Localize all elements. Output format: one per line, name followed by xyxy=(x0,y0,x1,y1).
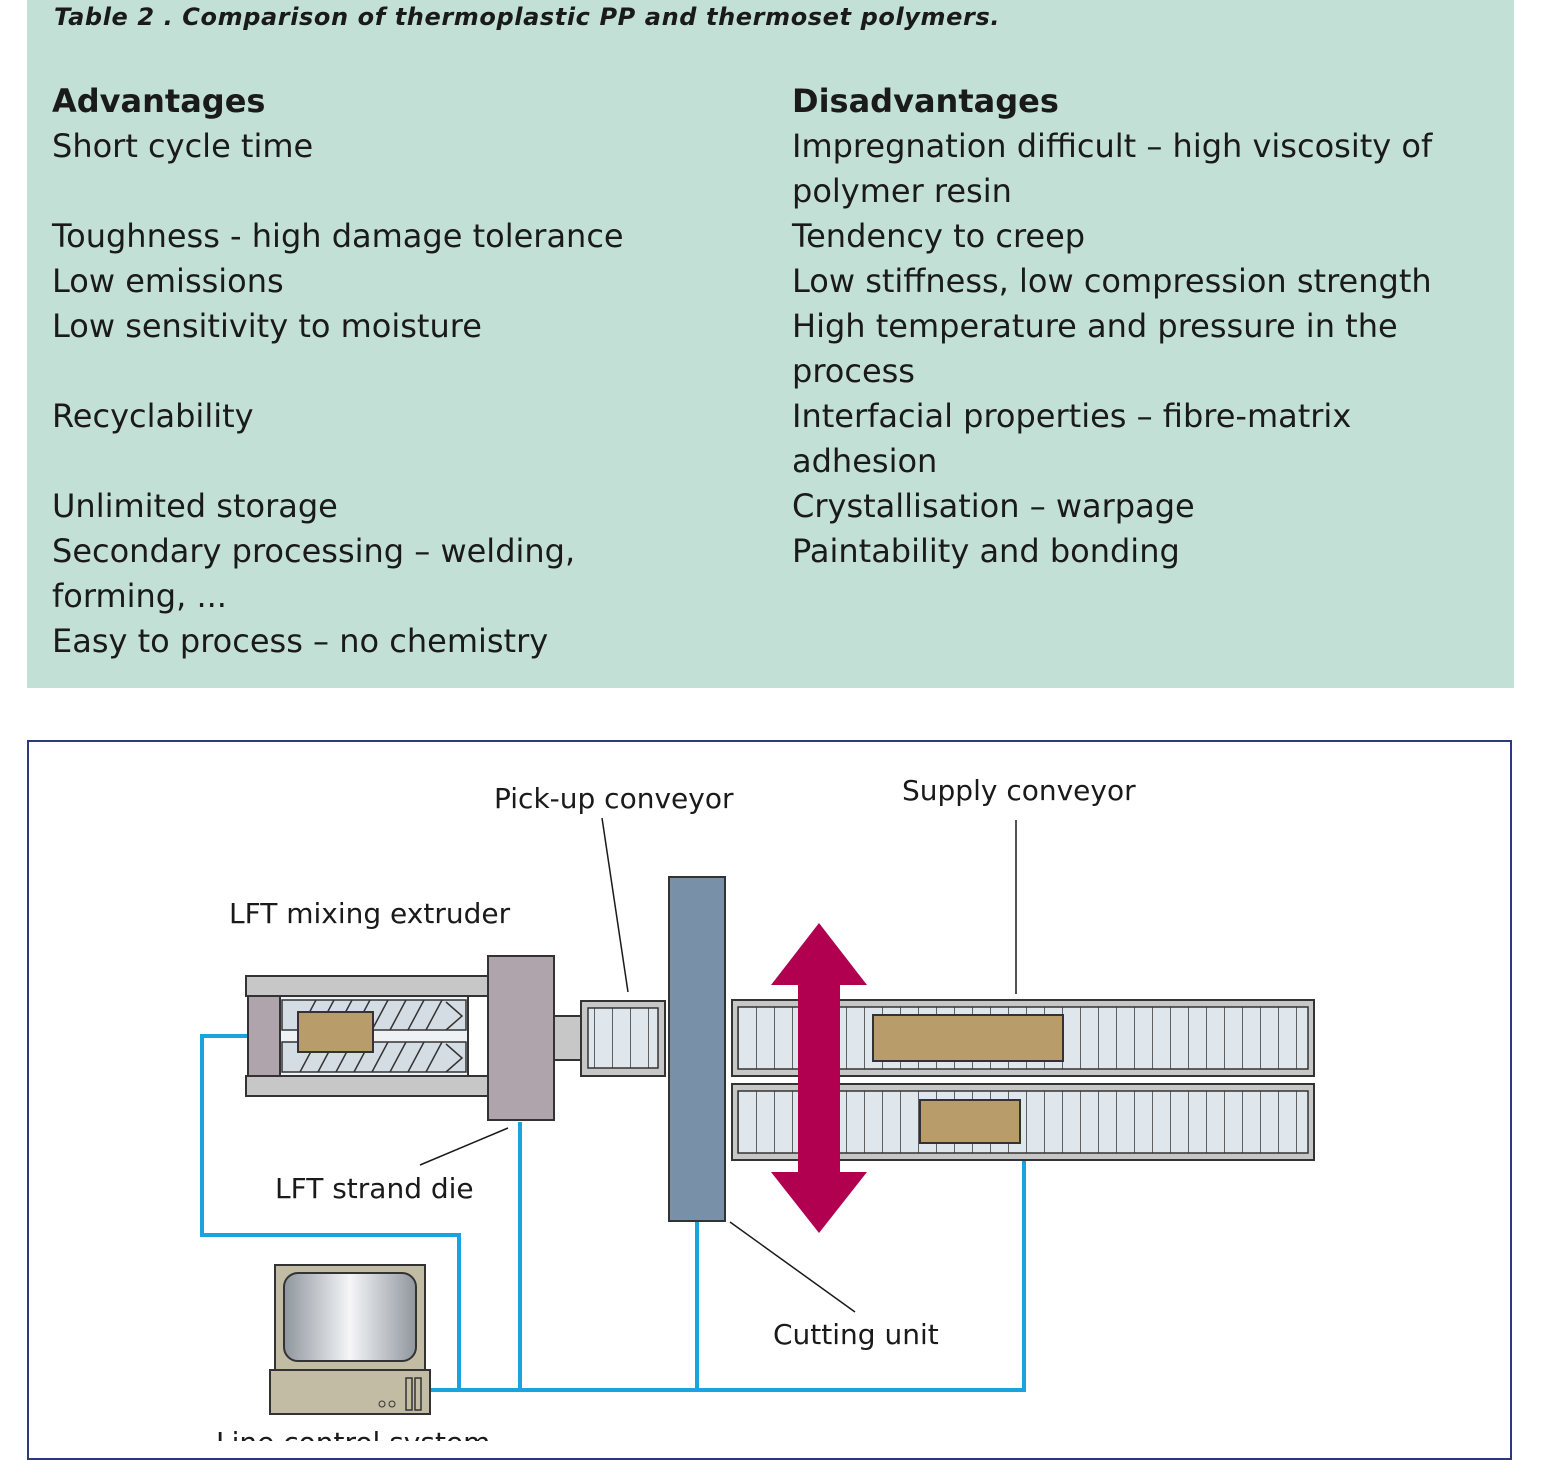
wire-bus xyxy=(430,1160,1026,1392)
cutting-unit xyxy=(668,876,726,1222)
disadvantage-item: High temperature and pressure in the pro… xyxy=(792,307,1398,390)
disadvantage-item: Tendency to creep xyxy=(792,217,1086,255)
disadvantage-item: Interfacial properties – fibre-matrix ad… xyxy=(792,397,1352,480)
advantage-item: Toughness - high damage tolerance xyxy=(52,217,624,255)
advantage-item: Secondary processing – welding, forming,… xyxy=(52,532,576,615)
pickup-conveyor xyxy=(580,1000,666,1077)
lft-mixing-extruder xyxy=(245,955,583,1121)
advantage-item: Short cycle time xyxy=(52,127,314,165)
label-mixing-extruder: LFT mixing extruder xyxy=(229,897,511,930)
advantage-item: Easy to process – no chemistry xyxy=(52,622,549,660)
label-supply-conveyor: Supply conveyor xyxy=(902,774,1136,807)
comparison-table: Table 2 . Comparison of thermoplastic PP… xyxy=(27,0,1514,688)
disadvantage-item: Impregnation difficult – high viscosity … xyxy=(792,127,1433,210)
label-pickup-conveyor: Pick-up conveyor xyxy=(494,782,734,815)
disadvantage-item: Paintability and bonding xyxy=(792,532,1180,570)
disadvantages-header: Disadvantages xyxy=(792,82,1059,120)
advantage-item: Low emissions xyxy=(52,262,284,300)
disadvantage-item: Crystallisation – warpage xyxy=(792,487,1195,525)
wire-extruder xyxy=(200,1034,461,1390)
control-wiring xyxy=(200,1034,1026,1392)
advantages-column: Advantages Short cycle time Toughness - … xyxy=(52,79,752,664)
label-cutting-unit: Cutting unit xyxy=(773,1318,939,1351)
movement-arrow xyxy=(771,923,867,1233)
lft-process-diagram: Pick-up conveyor Supply conveyor LFT mix… xyxy=(200,774,1315,1441)
label-line-control: Line control system xyxy=(216,1426,490,1441)
strand-die xyxy=(487,955,555,1121)
supply-material xyxy=(872,1014,1064,1062)
disadvantages-column: Disadvantages Impregnation difficult – h… xyxy=(792,79,1492,574)
disadvantage-item: Low stiffness, low compression strength xyxy=(792,262,1432,300)
label-strand-die: LFT strand die xyxy=(275,1172,474,1205)
table-caption: Table 2 . Comparison of thermoplastic PP… xyxy=(54,3,1001,31)
line-control-computer xyxy=(269,1264,431,1415)
advantage-item: Low sensitivity to moisture xyxy=(52,307,482,345)
leader-lines xyxy=(419,817,1017,1313)
advantage-item: Unlimited storage xyxy=(52,487,338,525)
supply-material xyxy=(919,1099,1021,1144)
advantage-item: Recyclability xyxy=(52,397,254,435)
advantages-header: Advantages xyxy=(52,82,266,120)
extruder-material xyxy=(297,1011,374,1053)
